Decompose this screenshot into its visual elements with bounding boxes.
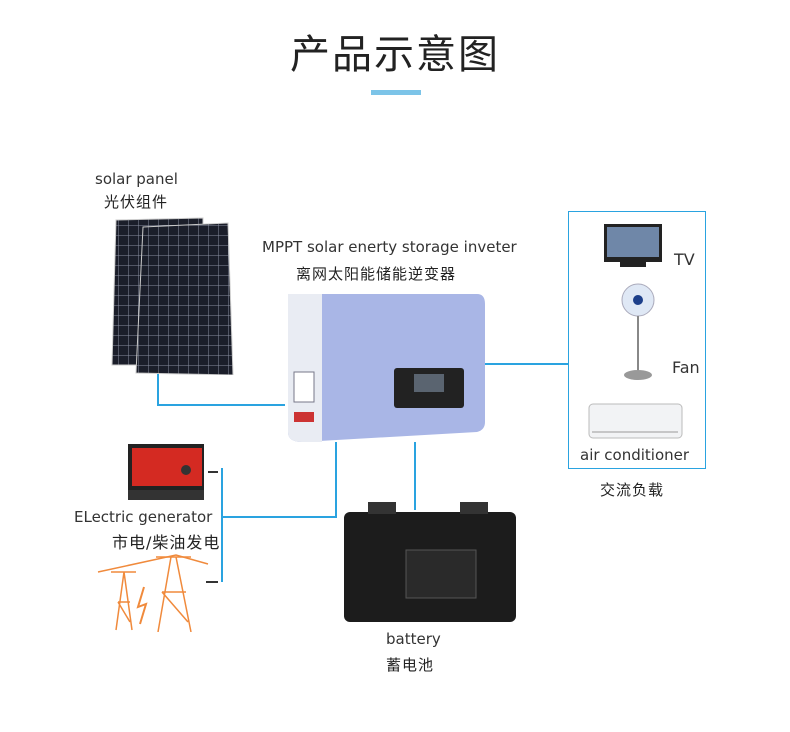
tv-image (604, 224, 662, 267)
power-tower-image (97, 554, 209, 632)
connector-line (335, 442, 337, 518)
connector-line (222, 516, 337, 518)
connector-line (485, 363, 569, 365)
load-label-air-conditioner: air conditioner (580, 446, 690, 464)
battery-label-cn: 蓄电池 (386, 656, 435, 674)
connector-line (414, 442, 416, 510)
battery-image (344, 502, 516, 622)
connector-line (157, 368, 159, 405)
connector-line (221, 468, 223, 582)
tick-mark (208, 471, 218, 473)
page-title: 产品示意图 (290, 32, 500, 78)
solar-panel-image (111, 217, 234, 375)
solar-panel-label: solar panel (95, 170, 178, 188)
generator-label: ELectric generator (74, 508, 213, 526)
connector-line (157, 404, 285, 406)
inverter-label-cn: 离网太阳能储能逆变器 (296, 265, 457, 283)
battery-label: battery (386, 630, 441, 648)
air-conditioner-image (588, 403, 683, 439)
tick-mark (206, 581, 218, 583)
load-label-fan: Fan (672, 358, 700, 377)
fan-image (621, 283, 655, 380)
generator-label-cn: 市电/柴油发电 (112, 533, 221, 552)
ac-loads-label-cn: 交流负载 (600, 481, 665, 499)
ac-loads-box (568, 211, 706, 469)
inverter-label: MPPT solar enerty storage inveter (262, 238, 517, 256)
solar-panel-label-cn: 光伏组件 (104, 193, 169, 211)
generator-image (128, 444, 204, 500)
inverter-image (288, 294, 485, 442)
title-underline (371, 90, 421, 95)
load-label-tv: TV (674, 250, 695, 269)
